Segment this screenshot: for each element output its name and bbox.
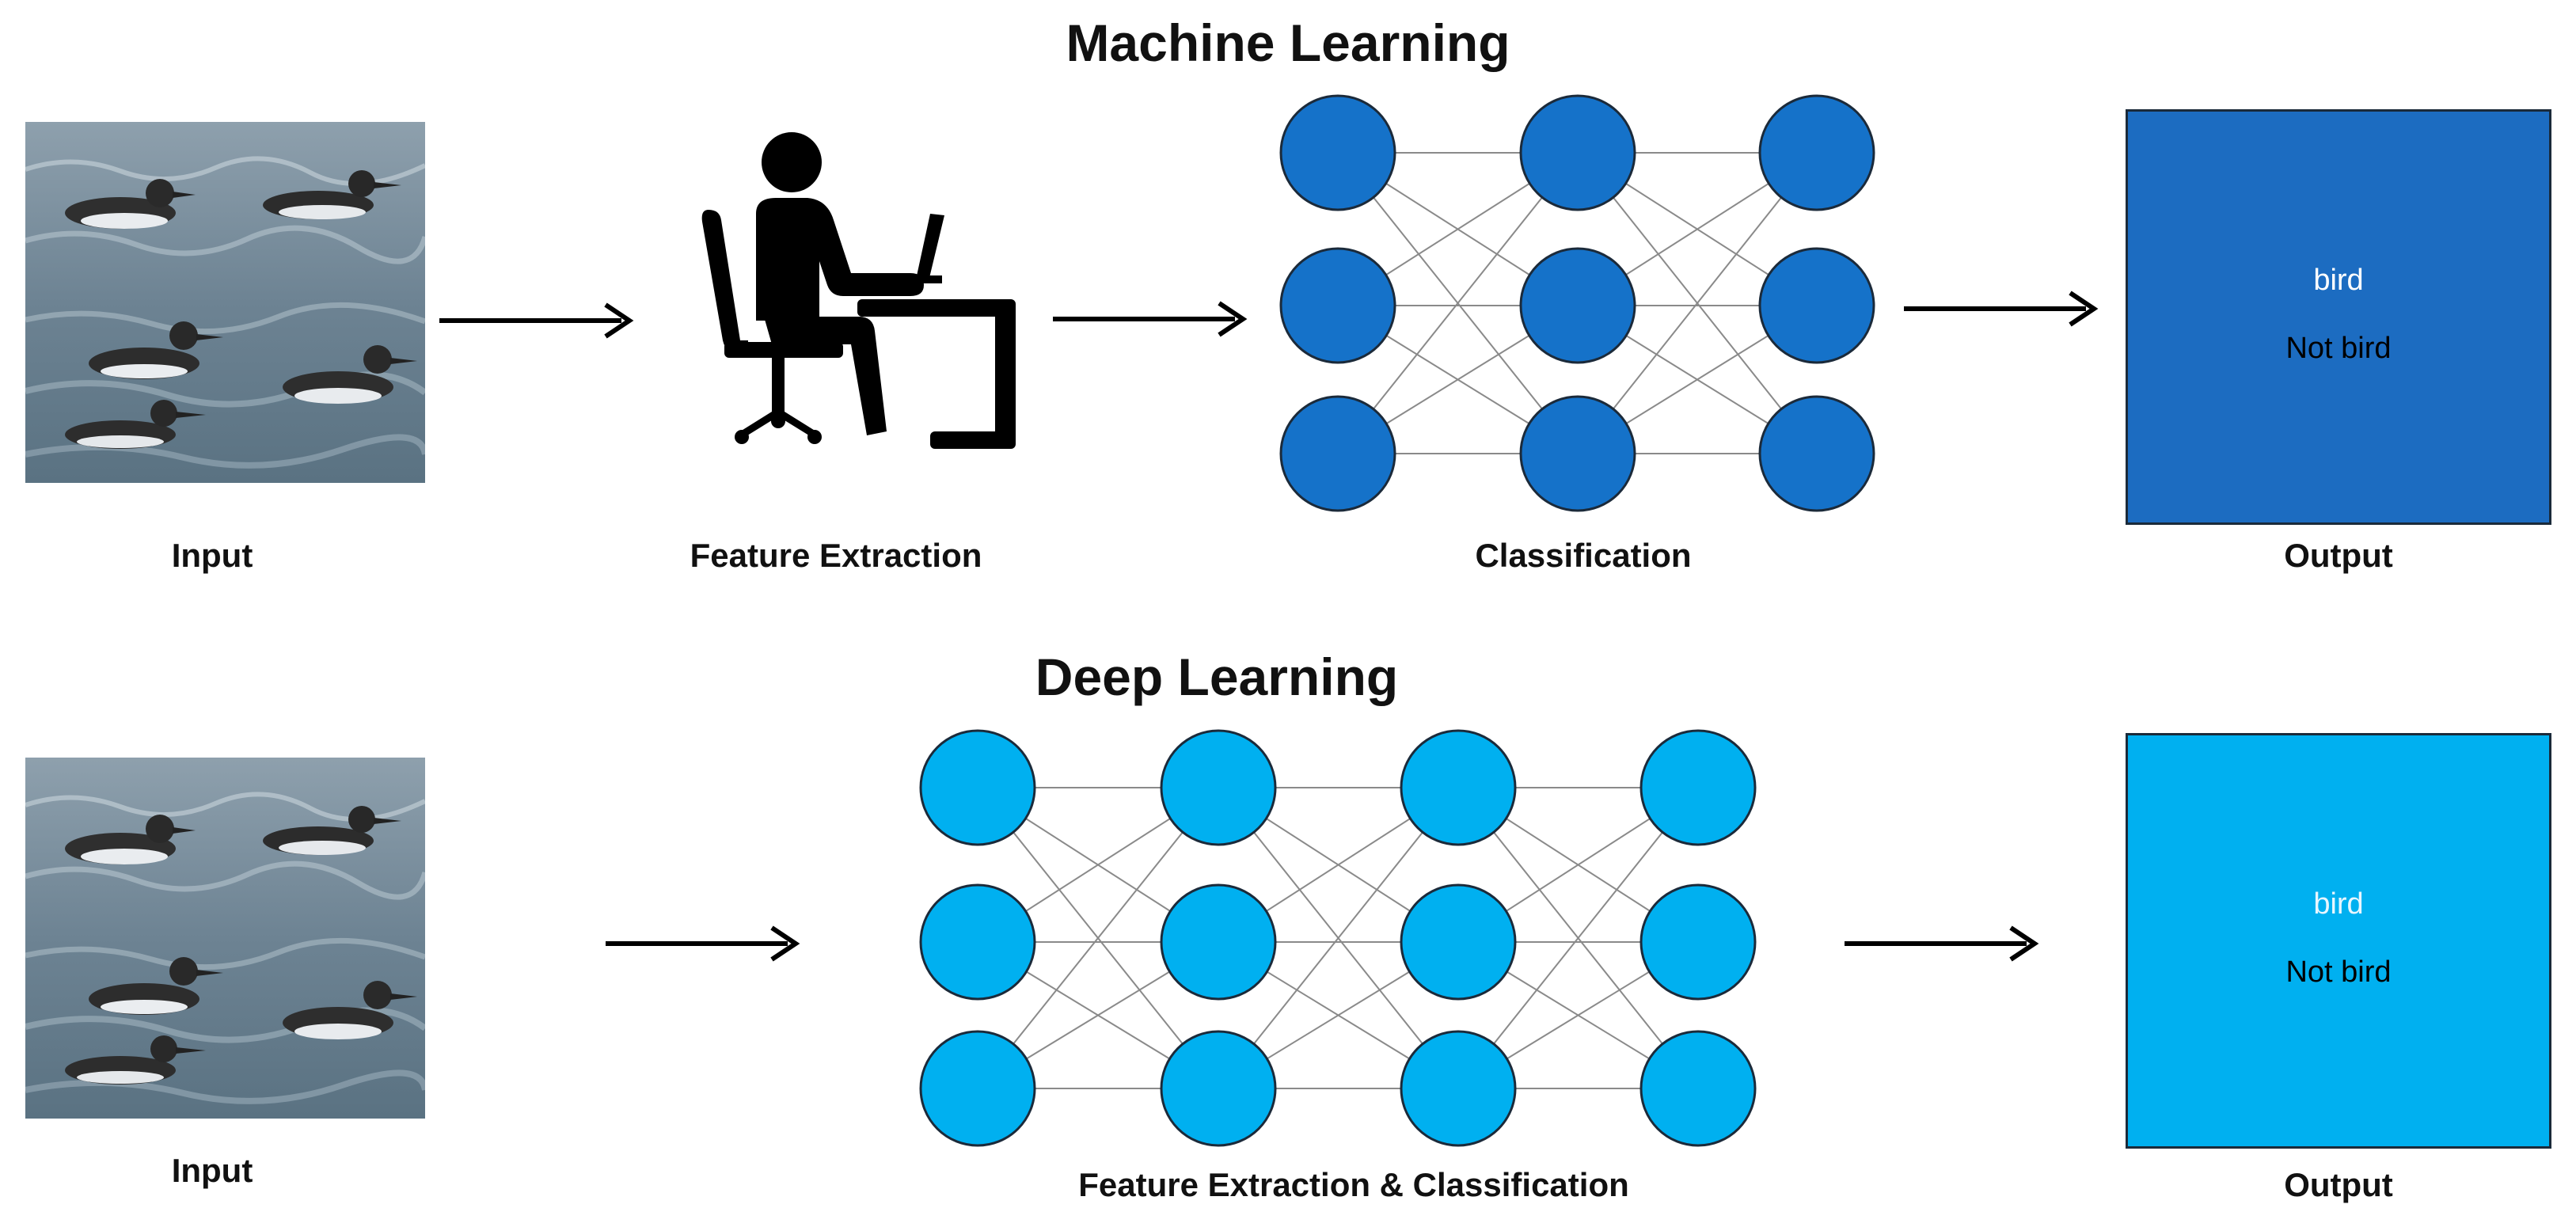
dl-network-label: Feature Extraction & Classification <box>1078 1166 1629 1203</box>
ml-arrow-feature-to-classification <box>1053 301 1248 337</box>
dl-input-label: Input <box>171 1152 253 1189</box>
dl-output-bird: bird <box>2313 887 2364 921</box>
ml-arrow-input-to-feature <box>439 302 634 339</box>
ml-input-image <box>25 122 425 483</box>
dl-output-label: Output <box>2284 1166 2393 1203</box>
ml-output-bird: bird <box>2313 264 2364 297</box>
ml-input-label: Input <box>171 537 253 574</box>
network-connection <box>1457 787 1699 1089</box>
network-node <box>1279 247 1396 364</box>
ml-classification-network <box>1279 94 1875 512</box>
ml-output-label: Output <box>2284 537 2393 574</box>
network-node <box>1400 729 1517 846</box>
ml-arrow-classification-to-output <box>1904 291 2099 327</box>
network-node <box>1160 1030 1277 1147</box>
ml-feature-extraction-label: Feature Extraction <box>690 537 982 574</box>
dl-network <box>919 729 1757 1147</box>
network-node <box>1400 883 1517 1001</box>
network-connection <box>1218 787 1459 1089</box>
network-node <box>1519 247 1636 364</box>
network-node <box>1758 247 1875 364</box>
ml-output-box: bird Not bird <box>2126 109 2551 525</box>
ml-output-not-bird: Not bird <box>2285 332 2392 365</box>
dl-arrow-input-to-network <box>606 925 800 962</box>
network-node <box>1639 883 1757 1001</box>
network-node <box>1758 94 1875 211</box>
network-node <box>1519 94 1636 211</box>
network-connection <box>977 787 1219 1089</box>
dl-input-image <box>25 758 425 1119</box>
network-node <box>1400 1030 1517 1147</box>
network-connection <box>1577 152 1818 454</box>
network-node <box>1279 395 1396 512</box>
network-node <box>919 883 1036 1001</box>
person-at-computer-icon <box>701 132 1016 449</box>
network-node <box>1160 883 1277 1001</box>
ml-title: Machine Learning <box>1066 13 1510 72</box>
network-node <box>1639 1030 1757 1147</box>
network-node <box>1758 395 1875 512</box>
network-node <box>1639 729 1757 846</box>
network-node <box>1519 395 1636 512</box>
dl-output-box: bird Not bird <box>2126 733 2551 1149</box>
dl-output-not-bird: Not bird <box>2285 955 2392 989</box>
network-connection <box>1337 152 1579 454</box>
network-node <box>1279 94 1396 211</box>
network-node <box>919 1030 1036 1147</box>
dl-arrow-network-to-output <box>1845 925 2039 962</box>
dl-title: Deep Learning <box>1035 648 1399 706</box>
network-node <box>919 729 1036 846</box>
network-node <box>1160 729 1277 846</box>
ml-classification-label: Classification <box>1475 537 1692 574</box>
